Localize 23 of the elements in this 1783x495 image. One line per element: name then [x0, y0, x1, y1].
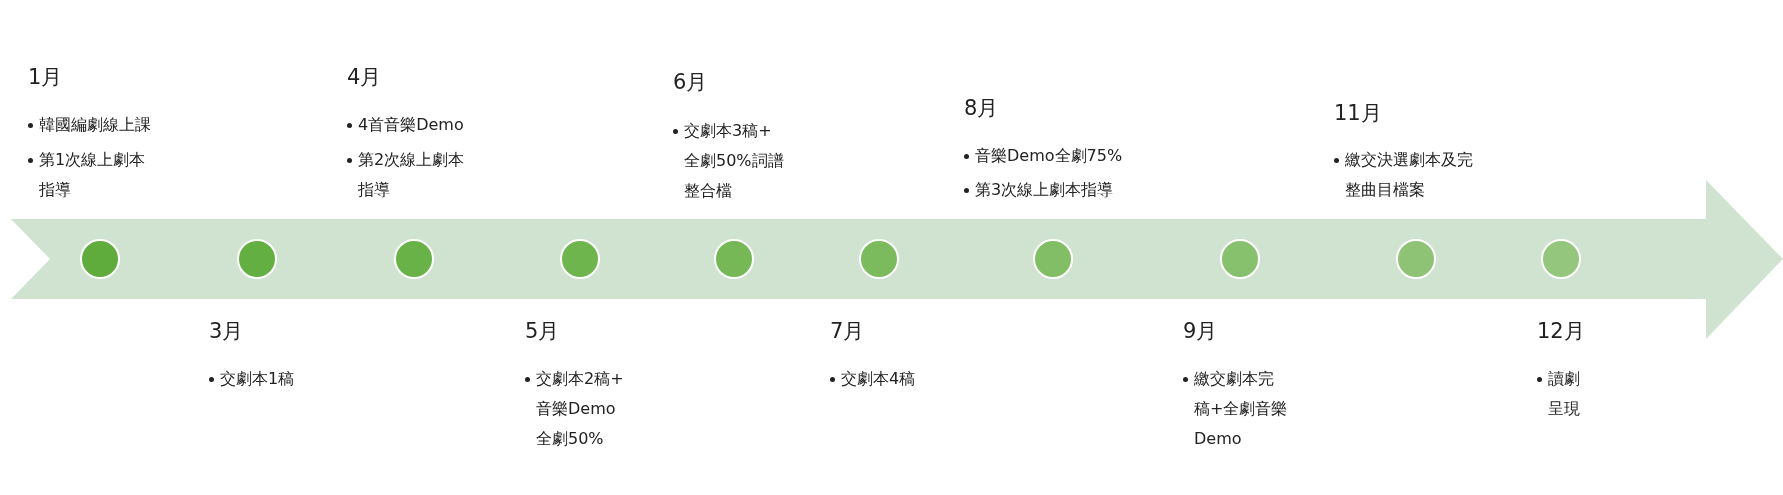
bullet-item: 交劇本2稿+音樂Demo全劇50%: [525, 364, 624, 454]
month-label: 8月: [964, 95, 999, 121]
month-label: 1月: [28, 64, 63, 90]
bullet-item: 第2次線上劇本指導: [347, 145, 465, 205]
month-label: 5月: [525, 318, 560, 344]
month-label: 11月: [1334, 100, 1382, 126]
month-label: 7月: [830, 318, 865, 344]
month-label: 3月: [209, 318, 244, 344]
bullet-item: 韓國編劇線上課: [28, 110, 151, 140]
bullet-item: 第3次線上劇本指導: [964, 175, 1114, 205]
bullet-item: 繳交劇本完稿+全劇音樂Demo: [1183, 364, 1288, 454]
month-label: 6月: [673, 69, 708, 95]
bullet-item: 4首音樂Demo: [347, 110, 464, 140]
bullet-item: 交劇本4稿: [830, 364, 916, 394]
month-label: 9月: [1183, 318, 1218, 344]
bullet-item: 交劇本3稿+全劇50%詞譜整合檔: [673, 116, 784, 206]
bullet-item: 讀劇呈現: [1537, 364, 1580, 424]
month-label: 12月: [1537, 318, 1585, 344]
bullet-item: 交劇本1稿: [209, 364, 295, 394]
bullet-item: 繳交決選劇本及完整曲目檔案: [1334, 145, 1473, 205]
bullet-item: 第1次線上劇本指導: [28, 145, 146, 205]
bullet-item: 音樂Demo全劇75%: [964, 141, 1123, 171]
month-label: 4月: [347, 64, 382, 90]
